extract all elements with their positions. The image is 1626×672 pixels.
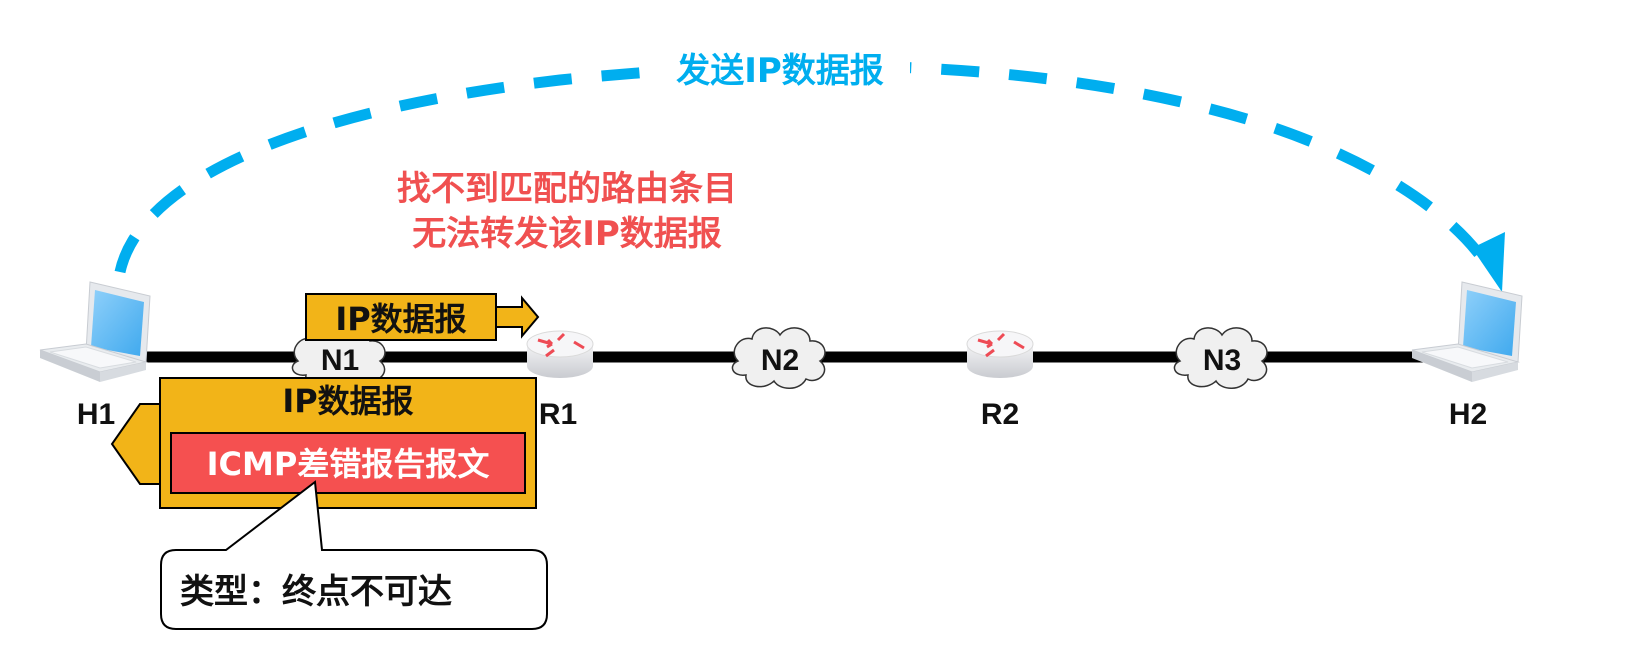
node-label-h1: H1 xyxy=(77,398,115,431)
forward-packet-label: IP数据报 xyxy=(335,300,466,338)
reply-packet-label: IP数据报 xyxy=(282,382,413,420)
icmp-message-label: ICMP差错报告报文 xyxy=(207,445,490,483)
arrowhead-icon xyxy=(1472,232,1505,292)
network-label-n2: N2 xyxy=(761,344,799,377)
node-label-r1: R1 xyxy=(539,398,577,431)
network-label-n1: N1 xyxy=(321,344,359,377)
cloud-n3 xyxy=(1173,327,1268,389)
error-note-line1: 找不到匹配的路由条目 xyxy=(397,169,737,209)
arrow-right-icon xyxy=(495,295,540,339)
laptop-icon xyxy=(39,281,151,382)
cloud-n2 xyxy=(731,327,826,389)
send-datagram-title: 发送IP数据报 xyxy=(676,51,884,91)
router-r1[interactable] xyxy=(526,330,594,378)
cloud-icon xyxy=(731,327,826,389)
forward-packet: IP数据报 xyxy=(305,293,540,341)
reply-packet: IP数据报 ICMP差错报告报文 xyxy=(110,377,537,509)
cloud-icon xyxy=(1173,327,1268,389)
router-r2[interactable] xyxy=(966,330,1034,378)
network-label-n3: N3 xyxy=(1203,344,1241,377)
arrow-left-icon xyxy=(110,403,161,485)
host-h2[interactable] xyxy=(1411,281,1523,382)
callout-text: 类型：终点不可达 xyxy=(180,572,452,612)
callout: 类型：终点不可达 xyxy=(160,480,548,630)
send-path-arc xyxy=(114,60,1495,274)
router-icon xyxy=(966,330,1034,378)
node-label-h2: H2 xyxy=(1449,398,1487,431)
host-h1[interactable] xyxy=(39,281,151,382)
router-icon xyxy=(526,330,594,378)
error-note-line2: 无法转发该IP数据报 xyxy=(412,214,722,254)
laptop-icon xyxy=(1411,281,1523,382)
node-label-r2: R2 xyxy=(981,398,1019,431)
title-bg xyxy=(650,48,910,96)
